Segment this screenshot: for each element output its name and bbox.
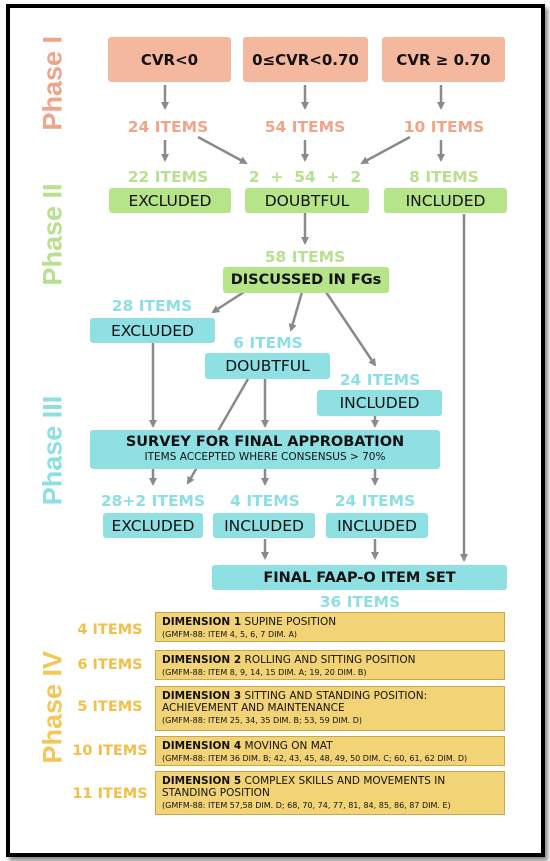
dimension-3-count: 5 ITEMS bbox=[77, 699, 143, 715]
phase3-included-box: INCLUDED bbox=[317, 390, 442, 416]
phase3-excluded-box: EXCLUDED bbox=[90, 318, 215, 343]
dimension-1-title: SUPINE POSITION bbox=[241, 616, 337, 628]
phase2-doubtful-box: DOUBTFUL bbox=[245, 188, 369, 213]
survey-included-box-1: INCLUDED bbox=[213, 513, 315, 538]
final-item-count: 36 ITEMS bbox=[319, 593, 401, 611]
survey-title: SURVEY FOR FINAL APPROBATION bbox=[125, 433, 405, 450]
dimension-3-title: SITTING AND STANDING POSITION: ACHIEVEME… bbox=[162, 690, 428, 714]
phase3-included-count: 24 ITEMS bbox=[339, 371, 421, 389]
dimension-2-title: ROLLING AND SITTING POSITION bbox=[241, 654, 416, 666]
dimension-1-note: (GMFM-88: ITEM 4, 5, 6, 7 DIM. A) bbox=[162, 630, 298, 639]
survey-out-count-2: 4 ITEMS bbox=[230, 492, 300, 510]
dimension-4-title: MOVING ON MAT bbox=[241, 740, 333, 752]
survey-included-box-2: INCLUDED bbox=[326, 513, 428, 538]
dimension-5-box: DIMENSION 5 COMPLEX SKILLS AND MOVEMENTS… bbox=[155, 771, 505, 815]
phase1-count-2: 54 ITEMS bbox=[264, 118, 346, 136]
survey-excluded-box: EXCLUDED bbox=[103, 513, 203, 538]
phase3-excluded-count: 28 ITEMS bbox=[111, 297, 193, 315]
survey-out-count-3: 24 ITEMS bbox=[334, 492, 416, 510]
dimension-2-count: 6 ITEMS bbox=[77, 657, 143, 673]
discussed-in-fgs-box: DISCUSSED IN FGs bbox=[223, 267, 389, 293]
survey-subtitle: ITEMS ACCEPTED WHERE CONSENSUS > 70% bbox=[144, 450, 386, 463]
phase1-count-3: 10 ITEMS bbox=[403, 118, 485, 136]
phase3-doubtful-box: DOUBTFUL bbox=[205, 353, 330, 379]
dimension-1-name: DIMENSION 1 bbox=[162, 616, 242, 628]
dimension-3-box: DIMENSION 3 SITTING AND STANDING POSITIO… bbox=[155, 686, 505, 731]
dimension-3-note: (GMFM-88: ITEM 25, 34, 35 DIM. B; 53, 59… bbox=[162, 716, 363, 725]
dimension-4-note: (GMFM-88: ITEM 36 DIM. B; 42, 43, 45, 48… bbox=[162, 754, 468, 763]
phase1-count-1: 24 ITEMS bbox=[127, 118, 209, 136]
dimension-4-name: DIMENSION 4 bbox=[162, 740, 242, 752]
arrow bbox=[360, 135, 411, 165]
cvr-high-box: CVR ≥ 0.70 bbox=[382, 37, 505, 82]
arrow bbox=[211, 290, 245, 314]
phase2-count-excluded: 22 ITEMS bbox=[127, 168, 209, 186]
survey-box: SURVEY FOR FINAL APPROBATION ITEMS ACCEP… bbox=[90, 430, 440, 469]
arrow bbox=[324, 291, 377, 367]
dimension-2-name: DIMENSION 2 bbox=[162, 654, 242, 666]
final-item-set-box: FINAL FAAP-O ITEM SET bbox=[212, 565, 507, 590]
dimension-4-box: DIMENSION 4 MOVING ON MAT (GMFM-88: ITEM… bbox=[155, 736, 505, 766]
cvr-negative-box: CVR<0 bbox=[108, 37, 231, 82]
phase3-doubtful-count: 6 ITEMS bbox=[233, 334, 303, 352]
dimension-4-count: 10 ITEMS bbox=[72, 743, 148, 759]
survey-out-count-1: 28+2 ITEMS bbox=[100, 492, 206, 510]
dimension-1-box: DIMENSION 1 SUPINE POSITION (GMFM-88: IT… bbox=[155, 612, 505, 642]
phase2-included-box: INCLUDED bbox=[384, 188, 507, 213]
phase2-count-doubtful: 2 + 54 + 2 bbox=[248, 168, 362, 186]
dimension-1-count: 4 ITEMS bbox=[77, 622, 143, 638]
cvr-mid-box: 0≤CVR<0.70 bbox=[243, 37, 368, 82]
dimension-5-note: (GMFM-88: ITEM 57,58 DIM. D; 68, 70, 74,… bbox=[162, 801, 451, 810]
dimension-5-title: COMPLEX SKILLS AND MOVEMENTS IN STANDING… bbox=[162, 775, 446, 799]
dimension-3-name: DIMENSION 3 bbox=[162, 690, 242, 702]
arrow bbox=[197, 135, 248, 165]
phase2-count-included: 8 ITEMS bbox=[409, 168, 479, 186]
discussed-count: 58 ITEMS bbox=[264, 248, 346, 266]
dimension-2-note: (GMFM-88: ITEM 8, 9, 14, 15 DIM. A; 19, … bbox=[162, 668, 367, 677]
dimension-5-name: DIMENSION 5 bbox=[162, 775, 242, 787]
arrow bbox=[288, 291, 304, 332]
dimension-2-box: DIMENSION 2 ROLLING AND SITTING POSITION… bbox=[155, 650, 505, 680]
dimension-5-count: 11 ITEMS bbox=[72, 786, 148, 802]
phase2-excluded-box: EXCLUDED bbox=[109, 188, 231, 213]
